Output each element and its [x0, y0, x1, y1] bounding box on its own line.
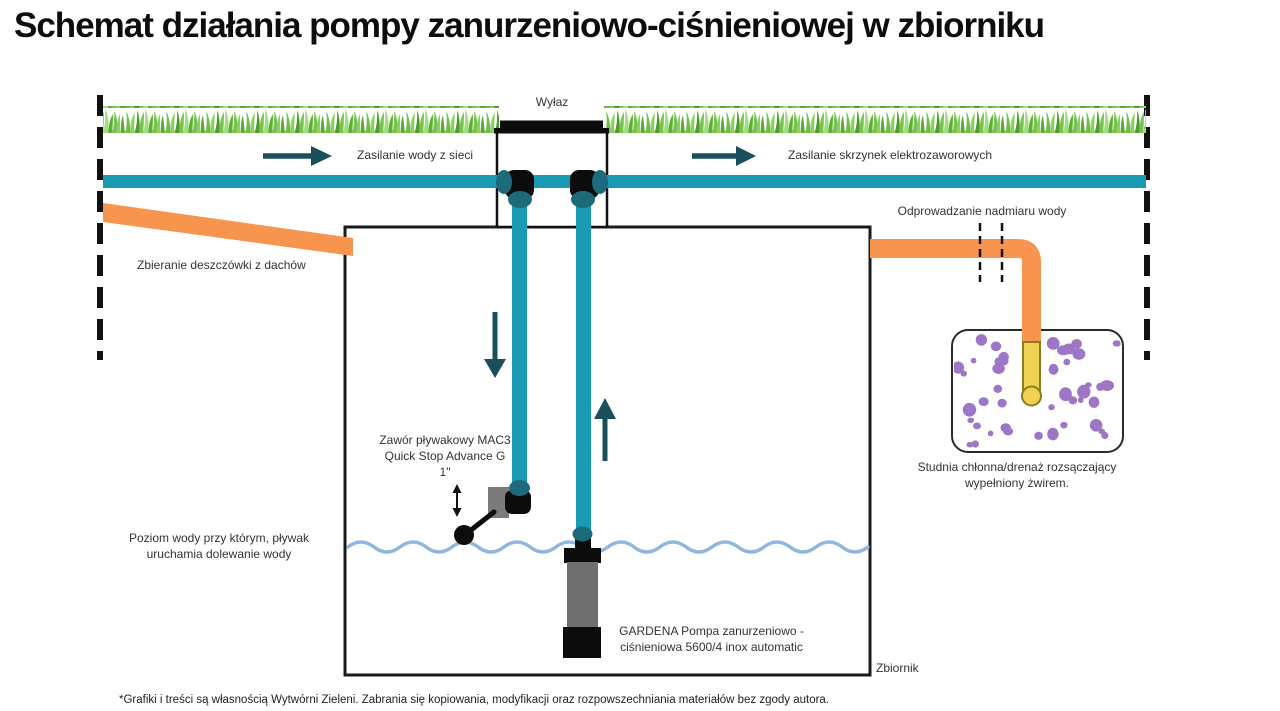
gravel-dot [1089, 419, 1103, 432]
gravel-dot [971, 440, 979, 448]
soakaway-label: Studnia chłonna/drenaż rozsączający wype… [906, 459, 1128, 491]
gravel-dot [1000, 423, 1011, 433]
gravel-dot [1101, 431, 1109, 440]
gravel-dot [1078, 397, 1084, 402]
valve-boxes-supply-label: Zasilanie skrzynek elektrozaworowych [788, 148, 993, 162]
left-elbow-body [505, 170, 534, 199]
float-ball [454, 525, 474, 545]
gravel-dot [1112, 340, 1121, 347]
gravel-dot [975, 334, 988, 346]
arrow-head-icon [736, 146, 756, 166]
gravel-dot [1048, 363, 1059, 375]
water-level-label: Poziom wody przy którym, pływak uruchami… [108, 530, 330, 562]
valve-box-flow-arrow [692, 146, 756, 166]
mains-supply-label: Zasilanie wody z sieci [357, 148, 474, 162]
gravel-dot [973, 422, 981, 430]
hatch-lid-cap [500, 120, 603, 130]
gravel-dot [1088, 396, 1100, 408]
right-elbow-inlet [592, 170, 608, 194]
mains-flow-arrow [263, 146, 332, 166]
pump-collar [564, 548, 601, 563]
left-elbow-outlet [508, 191, 532, 208]
pump-body [567, 562, 598, 628]
grass-left [103, 106, 499, 133]
gravel-dot [1059, 387, 1072, 402]
arrow-head-icon [484, 359, 506, 378]
gravel-dot [1068, 396, 1078, 405]
right-elbow-body [570, 170, 599, 199]
up-flow-arrow [594, 398, 616, 461]
left-elbow-fitting [496, 170, 534, 208]
soakaway-label-line1: Studnia chłonna/drenaż rozsączający [917, 460, 1117, 474]
hatch-label: Wyłaz [512, 94, 592, 110]
mains-pipe [103, 175, 1146, 188]
down-flow-arrow [484, 312, 506, 378]
hatch-label-text: Wyłaz [535, 95, 569, 109]
valve-elbow [505, 490, 531, 514]
gravel-dot [987, 430, 994, 437]
pump-label-line1: GARDENA Pompa zanurzeniowo - [619, 624, 804, 638]
drain-pipe-end [1021, 385, 1042, 407]
gravel-dot [1046, 337, 1060, 350]
float-travel-arrow-icon [452, 484, 462, 517]
gravel-dot [998, 351, 1009, 363]
gravel-dot [992, 363, 1005, 374]
travel-arrow-up-head [452, 484, 462, 493]
gravel-dot [1034, 431, 1043, 440]
gravel-dots [954, 334, 1121, 448]
gravel-dot [954, 361, 965, 374]
gravel-dot [1077, 384, 1091, 399]
gravel-dot [970, 357, 977, 364]
float-valve [454, 480, 531, 545]
copyright-footer: *Grafiki i treści są własnością Wytwórni… [119, 694, 830, 706]
left-elbow-inlet [496, 170, 512, 194]
float-valve-label-line1: Zawór pływakowy MAC3 [379, 433, 511, 447]
gravel-dot [1063, 358, 1071, 366]
gravel-dot [990, 341, 1002, 352]
pump-base [563, 627, 601, 658]
water-level-wave [346, 540, 870, 554]
gravel-dot [993, 384, 1003, 393]
pump-outlet-pipe [576, 186, 591, 535]
travel-arrow-down-head [452, 508, 462, 517]
pump-label: GARDENA Pompa zanurzeniowo - ciśnieniowa… [601, 623, 822, 655]
overflow-label: Odprowadzanie nadmiaru wody [897, 204, 1067, 218]
float-valve-label-line2: Quick Stop Advance G [384, 449, 506, 463]
float-valve-label: Zawór pływakowy MAC3 Quick Stop Advance … [356, 432, 534, 480]
pump-outlet-fitting [572, 526, 593, 542]
gravel-dot [1048, 404, 1055, 411]
soakaway-label-line2: wypełniony żwirem. [964, 476, 1070, 490]
overflow-pipe [870, 239, 1041, 342]
gravel-dot [1100, 380, 1114, 391]
water-level-label-line2: uruchamia dolewanie wody [146, 547, 292, 561]
gravel-dot [1072, 348, 1086, 360]
right-elbow-fitting [570, 170, 608, 208]
pump-label-line2: ciśnieniowa 5600/4 inox automatic [620, 640, 803, 654]
rainwater-pipe [103, 203, 353, 256]
right-elbow-outlet [571, 191, 595, 208]
water-level-label-line1: Poziom wody przy którym, pływak [128, 531, 310, 545]
valve-inlet-fitting [509, 480, 530, 496]
fill-pipe [512, 186, 527, 489]
gravel-dot [966, 441, 974, 448]
drain-pipe [1022, 341, 1041, 391]
tank-label: Zbiornik [876, 661, 919, 675]
page-title: Schemat działania pompy zanurzeniowo-ciś… [14, 6, 1045, 45]
gravel-dot [1047, 427, 1059, 441]
gravel-dot [962, 402, 977, 417]
grass-right [604, 106, 1146, 133]
gravel-dot [978, 397, 989, 406]
float-valve-label-line3: 1" [439, 465, 451, 479]
gravel-dot [997, 398, 1007, 408]
hatch-lid-flange [494, 128, 609, 134]
arrow-head-icon [594, 398, 616, 419]
rain-collection-label: Zbieranie deszczówki z dachów [137, 258, 306, 272]
gravel-dot [967, 417, 975, 423]
gravel-dot [1057, 345, 1070, 356]
gravel-dot [1085, 382, 1092, 388]
arrow-head-icon [311, 146, 332, 166]
submersible-pump [563, 526, 601, 658]
gravel-dot [1060, 421, 1068, 429]
